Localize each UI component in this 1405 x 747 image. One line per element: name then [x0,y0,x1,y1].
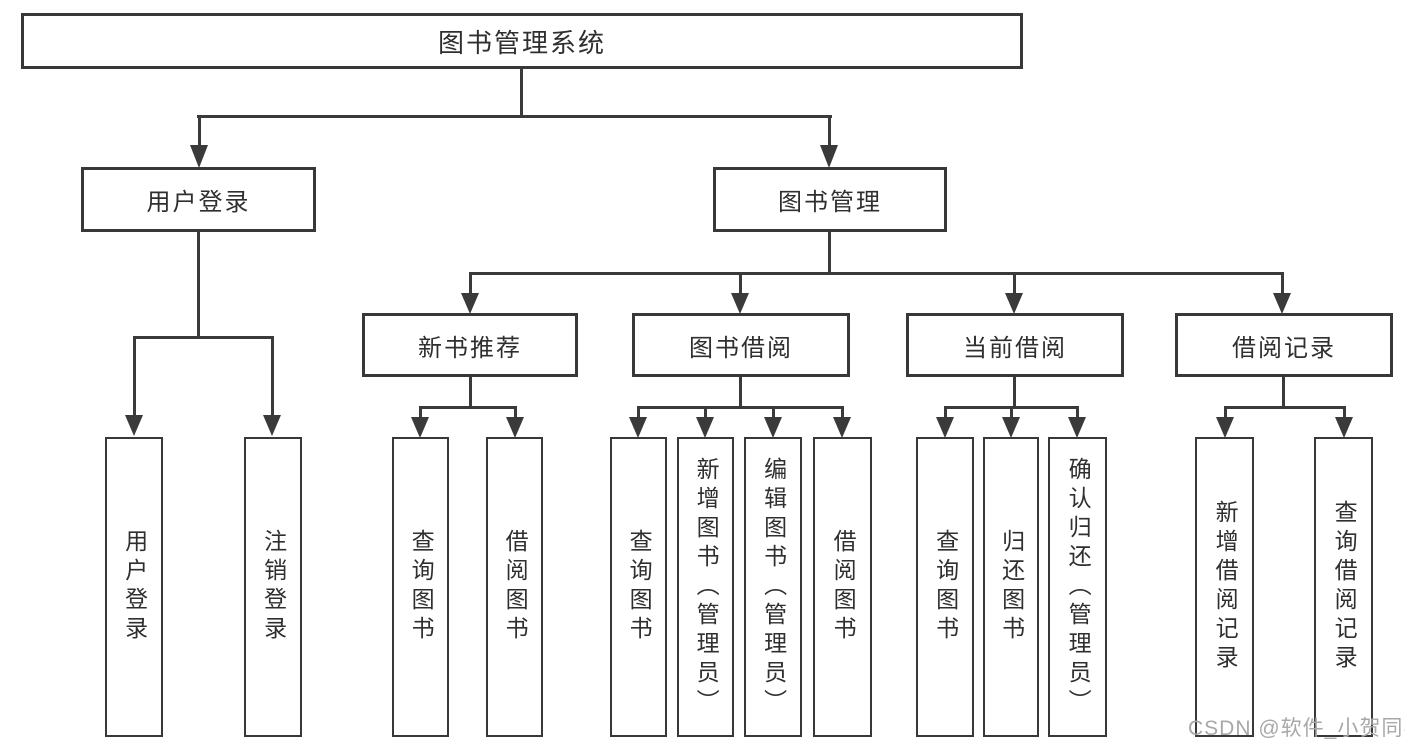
leaf-return-books: 归还图书 [983,437,1039,737]
connector-line [469,272,472,296]
leaf-query-books: 查询图书 [916,437,974,737]
connector-line [828,115,831,147]
leaf-label: 新增借阅记录 [1212,500,1239,674]
leaf-label: 归还图书 [998,529,1025,645]
connector-line [828,232,831,275]
leaf-label: 查询图书 [626,529,653,645]
arrowhead-down-icon [461,293,479,314]
connector-line [1282,377,1285,409]
connector-line [1013,377,1016,409]
connector-line [271,336,274,416]
leaf-label: 借阅图书 [502,529,529,645]
leaf-label: 注销登录 [260,529,287,645]
leaf-label: 查询图书 [932,529,959,645]
connector-line [637,406,844,409]
node-book-borrowing: 图书借阅 [632,313,850,377]
connector-line [1224,406,1346,409]
connector-line [739,272,742,296]
arrowhead-down-icon [263,415,281,436]
leaf-label: 确认归还（管理员） [1065,456,1092,718]
leaf-label: 新增图书（管理员） [693,456,720,718]
node-root-library-system: 图书管理系统 [21,13,1023,69]
leaf-label: 用户登录 [121,529,148,645]
leaf-edit-books-admin: 编辑图书（管理员） [744,437,802,737]
node-label: 图书管理 [778,189,882,216]
connector-line [133,336,136,416]
connector-line [469,272,1284,275]
arrowhead-down-icon [190,145,208,168]
arrowhead-down-icon [764,417,782,438]
leaf-logout: 注销登录 [244,437,302,737]
arrowhead-down-icon [125,415,143,436]
arrowhead-down-icon [936,417,954,438]
arrowhead-down-icon [1005,293,1023,314]
connector-line [772,406,775,420]
connector-line [514,406,517,420]
arrowhead-down-icon [1335,417,1353,438]
leaf-label: 编辑图书（管理员） [760,456,787,718]
leaf-confirm-return-admin: 确认归还（管理员） [1048,437,1107,737]
connector-line [704,406,707,420]
leaf-label: 查询图书 [408,529,435,645]
node-label: 新书推荐 [418,334,522,362]
arrowhead-down-icon [1068,417,1086,438]
connector-line [1013,272,1016,296]
arrowhead-down-icon [820,145,838,168]
connector-line [1076,406,1079,420]
leaf-borrow-books: 借阅图书 [813,437,872,737]
leaf-add-books-admin: 新增图书（管理员） [677,437,734,737]
arrowhead-down-icon [731,293,749,314]
leaf-user-login: 用户登录 [105,437,163,737]
connector-line [841,406,844,420]
node-new-book-recommend: 新书推荐 [362,313,578,377]
arrowhead-down-icon [1216,417,1234,438]
node-label: 用户登录 [146,189,251,216]
leaf-label: 借阅图书 [830,529,857,645]
leaf-query-borrow-record: 查询借阅记录 [1314,437,1373,737]
leaf-label: 查询借阅记录 [1331,500,1358,674]
csdn-watermark: CSDN @软件_小贺同学 [1188,717,1405,740]
connector-line [419,406,422,420]
connector-line [419,406,517,409]
connector-line [739,377,742,409]
node-book-management: 图书管理 [713,167,947,232]
arrowhead-down-icon [1273,293,1291,314]
node-label: 图书管理系统 [437,27,606,58]
node-label: 借阅记录 [1232,334,1336,362]
arrowhead-down-icon [506,417,524,438]
connector-line [637,406,640,420]
leaf-query-books: 查询图书 [610,437,667,737]
arrowhead-down-icon [833,417,851,438]
node-current-borrowing: 当前借阅 [906,313,1124,377]
connector-line [198,115,201,147]
node-borrowing-records: 借阅记录 [1175,313,1393,377]
leaf-add-borrow-record: 新增借阅记录 [1195,437,1254,737]
connector-line [197,115,832,118]
connector-line [469,377,472,409]
connector-line [1224,406,1227,420]
leaf-query-books: 查询图书 [392,437,449,737]
leaf-borrow-books: 借阅图书 [486,437,543,737]
connector-line [1281,272,1284,296]
arrowhead-down-icon [696,417,714,438]
connector-line [197,232,200,339]
connector-line [1010,406,1013,420]
connector-line [520,69,523,117]
node-label: 图书借阅 [689,334,793,362]
connector-line [133,336,274,339]
connector-line [944,406,947,420]
connector-line [1343,406,1346,420]
node-user-login: 用户登录 [81,167,316,232]
arrowhead-down-icon [1002,417,1020,438]
arrowhead-down-icon [411,417,429,438]
arrowhead-down-icon [629,417,647,438]
node-label: 当前借阅 [963,334,1067,362]
